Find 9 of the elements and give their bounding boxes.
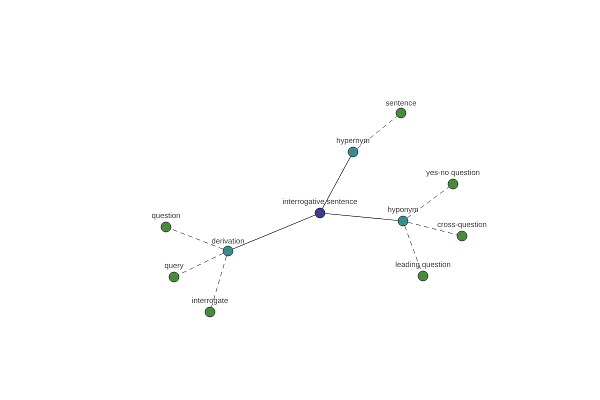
connector-line: [356, 116, 398, 149]
connector-line: [408, 222, 458, 235]
connector-line: [322, 156, 351, 209]
connector-line: [324, 213, 398, 221]
connector-line: [404, 226, 422, 272]
connector-line: [211, 256, 227, 308]
connector-line: [178, 253, 224, 275]
connector-line: [406, 186, 450, 218]
connector-line: [232, 214, 316, 250]
